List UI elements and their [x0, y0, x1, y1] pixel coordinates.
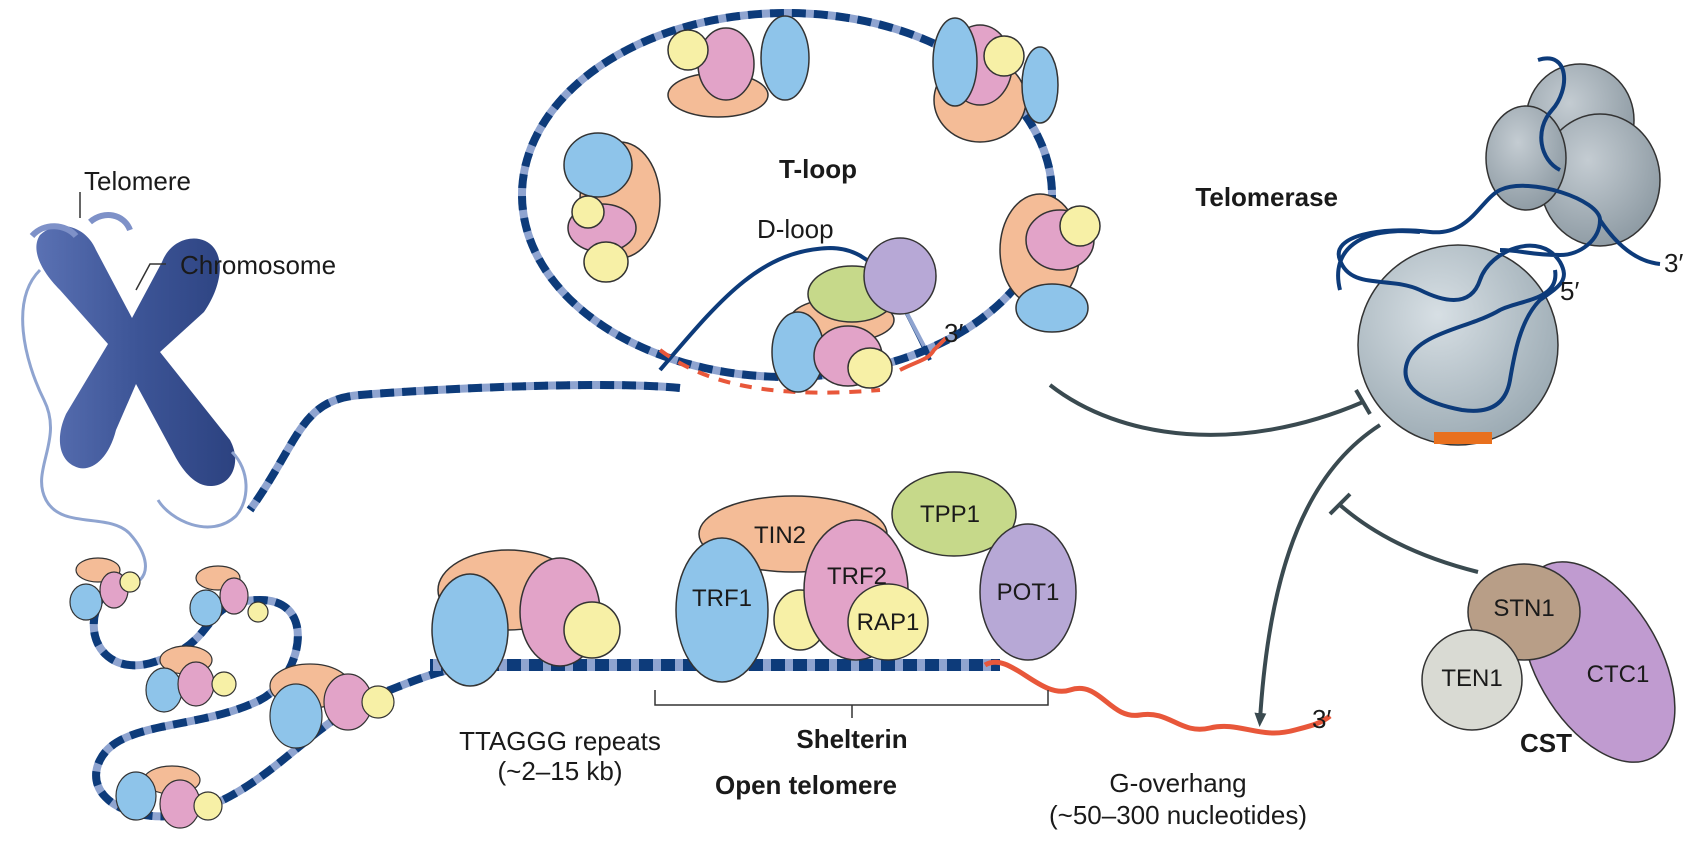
- shelterin-complex: [675, 471, 1077, 683]
- cst-inhibits-telomerase-arrow: [1338, 503, 1479, 574]
- pot1-protein: [979, 523, 1077, 661]
- cst-label: CST: [1520, 728, 1572, 758]
- rap1-label: RAP1: [857, 609, 920, 636]
- d-loop-label: D-loop: [757, 214, 834, 244]
- chromatin-strand: [21, 268, 248, 582]
- stn1-label: STN1: [1493, 595, 1554, 622]
- chromosome: [29, 192, 236, 487]
- telomerase-rna-loop: [1336, 229, 1421, 291]
- g-overhang-label: G-overhang: [1109, 768, 1246, 798]
- open-telomere-label: Open telomere: [715, 770, 897, 800]
- telomerase: [1336, 56, 1661, 446]
- g-overhang-3prime-label: 3′: [1312, 704, 1331, 734]
- trf1-protein: [675, 537, 769, 683]
- shelterin-cluster: [667, 15, 810, 118]
- shelterin-cluster-small: [269, 663, 395, 749]
- shelterin-cluster: [932, 17, 1059, 143]
- chromosome-leader-line: [135, 263, 166, 291]
- open-telomere: TIN2 TPP1 TRF1 TRF2 RAP1 POT1: [430, 471, 1332, 736]
- ten1-protein: [1421, 629, 1523, 731]
- telomerase-3prime-label: 3′: [1664, 248, 1683, 278]
- inhibition-bar-icon: [1328, 492, 1352, 516]
- ctc1-label: CTC1: [1587, 661, 1650, 688]
- telomere-label: Telomere: [84, 166, 191, 196]
- shelterin-cluster: [563, 132, 661, 283]
- ttaggg-length-label: (~2–15 kb): [497, 756, 622, 786]
- telomerase-core: [1357, 244, 1559, 446]
- shelterin-cluster-small: [69, 557, 141, 621]
- tloop-inhibits-telomerase-arrow: [1048, 383, 1364, 437]
- ttaggg-repeats-label: TTAGGG repeats: [459, 726, 661, 756]
- tpp1-protein: [891, 471, 1017, 557]
- telomerase-label: Telomerase: [1195, 182, 1338, 212]
- rap1-protein: [847, 583, 929, 661]
- shelterin-label: Shelterin: [796, 724, 907, 754]
- chromosome-body: [36, 225, 236, 487]
- tpp1-label: TPP1: [920, 501, 980, 528]
- shelterin-cluster-small: [189, 565, 269, 627]
- telomerase-5prime-label: 5′: [1560, 276, 1579, 306]
- t-loop-overhang: [899, 336, 948, 372]
- shelterin-bracket: [654, 690, 1049, 718]
- trf2-label: TRF2: [827, 563, 887, 590]
- ten1-label: TEN1: [1441, 665, 1502, 692]
- chromosome-label: Chromosome: [180, 250, 336, 280]
- t-loop-3prime-label: 3′: [944, 318, 963, 348]
- t-loop: [518, 9, 1101, 395]
- dna-tail-upper: [246, 381, 681, 513]
- telomere-cap-icon: [88, 212, 133, 232]
- regulation-arrows: [1048, 383, 1479, 727]
- g-overhang-strand: [983, 659, 1332, 736]
- shelterin-cluster: [771, 237, 937, 393]
- inhibition-bar-icon: [1354, 388, 1372, 416]
- tin2-label: TIN2: [754, 522, 806, 549]
- telomerase-rna-strand: [1336, 183, 1603, 413]
- telomerase-extends-overhang-arrow: [1254, 423, 1382, 727]
- shelterin-cluster: [431, 549, 621, 687]
- cst-complex: [1421, 561, 1676, 763]
- g-overhang-length-label: (~50–300 nucleotides): [1049, 800, 1307, 830]
- telomerase-template-icon: [1434, 432, 1492, 444]
- telomerase-rna-3prime: [1598, 218, 1661, 266]
- shelterin-cluster-small: [145, 645, 237, 713]
- t-loop-label: T-loop: [779, 154, 857, 184]
- trf1-label: TRF1: [692, 585, 752, 612]
- telomere-cap-icon: [29, 223, 79, 239]
- t-loop-overhang-duplex: [658, 348, 881, 395]
- shelterin-cluster-small: [115, 765, 223, 829]
- telomerase-rna-upper: [1537, 56, 1567, 172]
- shelterin-cluster: [999, 193, 1101, 333]
- pot1-label: POT1: [997, 579, 1060, 606]
